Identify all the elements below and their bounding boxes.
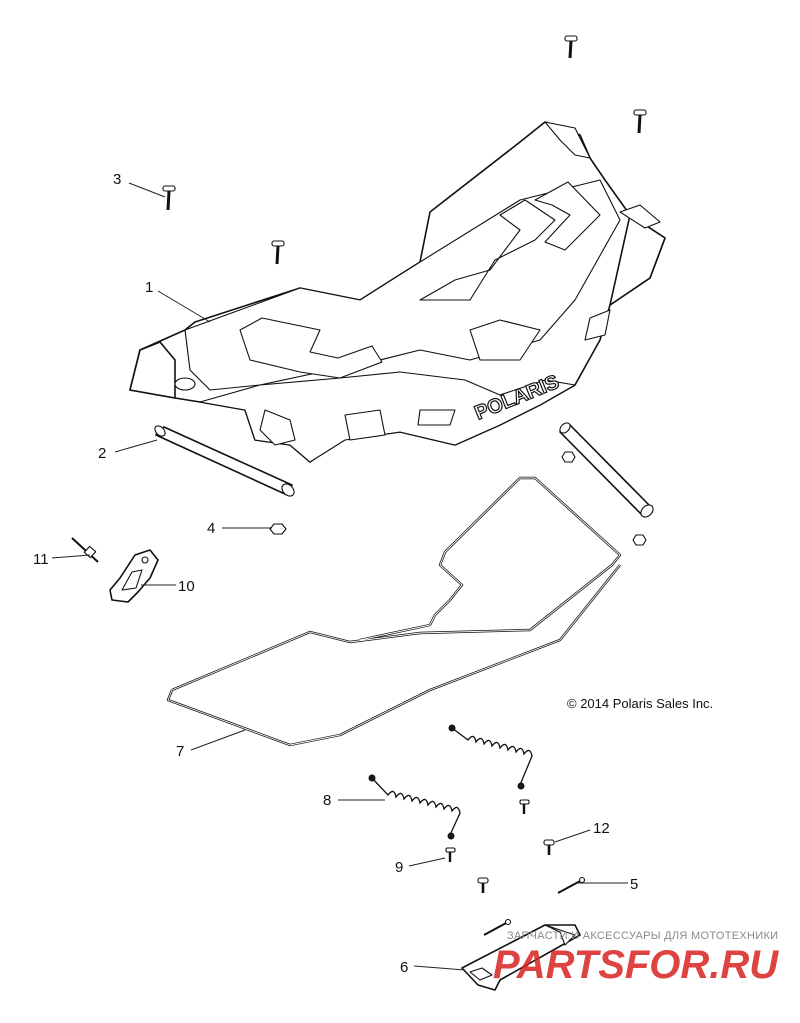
latch-icon [109,549,159,603]
callout-7: 7 [176,743,184,760]
watermark-caption: ЗАПЧАСТИ И АКСЕССУАРЫ ДЛЯ МОТОТЕХНИКИ [507,930,778,942]
seal-icon [166,476,622,747]
watermark-logo: PARTSFOR.RU [493,943,779,987]
front-rack-cover-icon: POLARIS [129,121,666,463]
screw-icon [445,847,456,862]
screw-icon [162,185,176,211]
nut-icon [561,451,576,463]
screw-icon [633,109,647,134]
screw-icon [519,799,530,814]
screw-icon [564,35,578,59]
callout-4: 4 [207,520,215,537]
screw-icon [477,877,489,893]
callout-3: 3 [113,171,121,188]
spring-cable-icon [368,774,461,840]
callout-6: 6 [400,959,408,976]
pin-icon [557,876,586,894]
callout-11: 11 [33,551,49,568]
callout-5: 5 [630,876,638,893]
tube-icon [154,425,295,497]
leader-lines [51,182,628,971]
bracket-icon [461,924,581,991]
nut-icon [632,534,647,546]
callout-8: 8 [323,792,331,809]
pin-icon [483,918,512,936]
nut-icon [269,523,287,535]
callout-12: 12 [593,820,610,837]
pin-icon [71,537,99,563]
callout-10: 10 [178,578,195,595]
callout-9: 9 [395,859,403,876]
spring-cable-icon [448,724,533,790]
tube-icon [559,422,654,518]
callout-1: 1 [145,279,153,296]
callout-2: 2 [98,445,106,462]
screw-icon [543,839,555,855]
copyright-notice: © 2014 Polaris Sales Inc. [567,696,713,711]
watermark: ЗАПЧАСТИ И АКСЕССУАРЫ ДЛЯ МОТОТЕХНИКИ PA… [493,930,779,987]
screw-icon [271,240,285,265]
